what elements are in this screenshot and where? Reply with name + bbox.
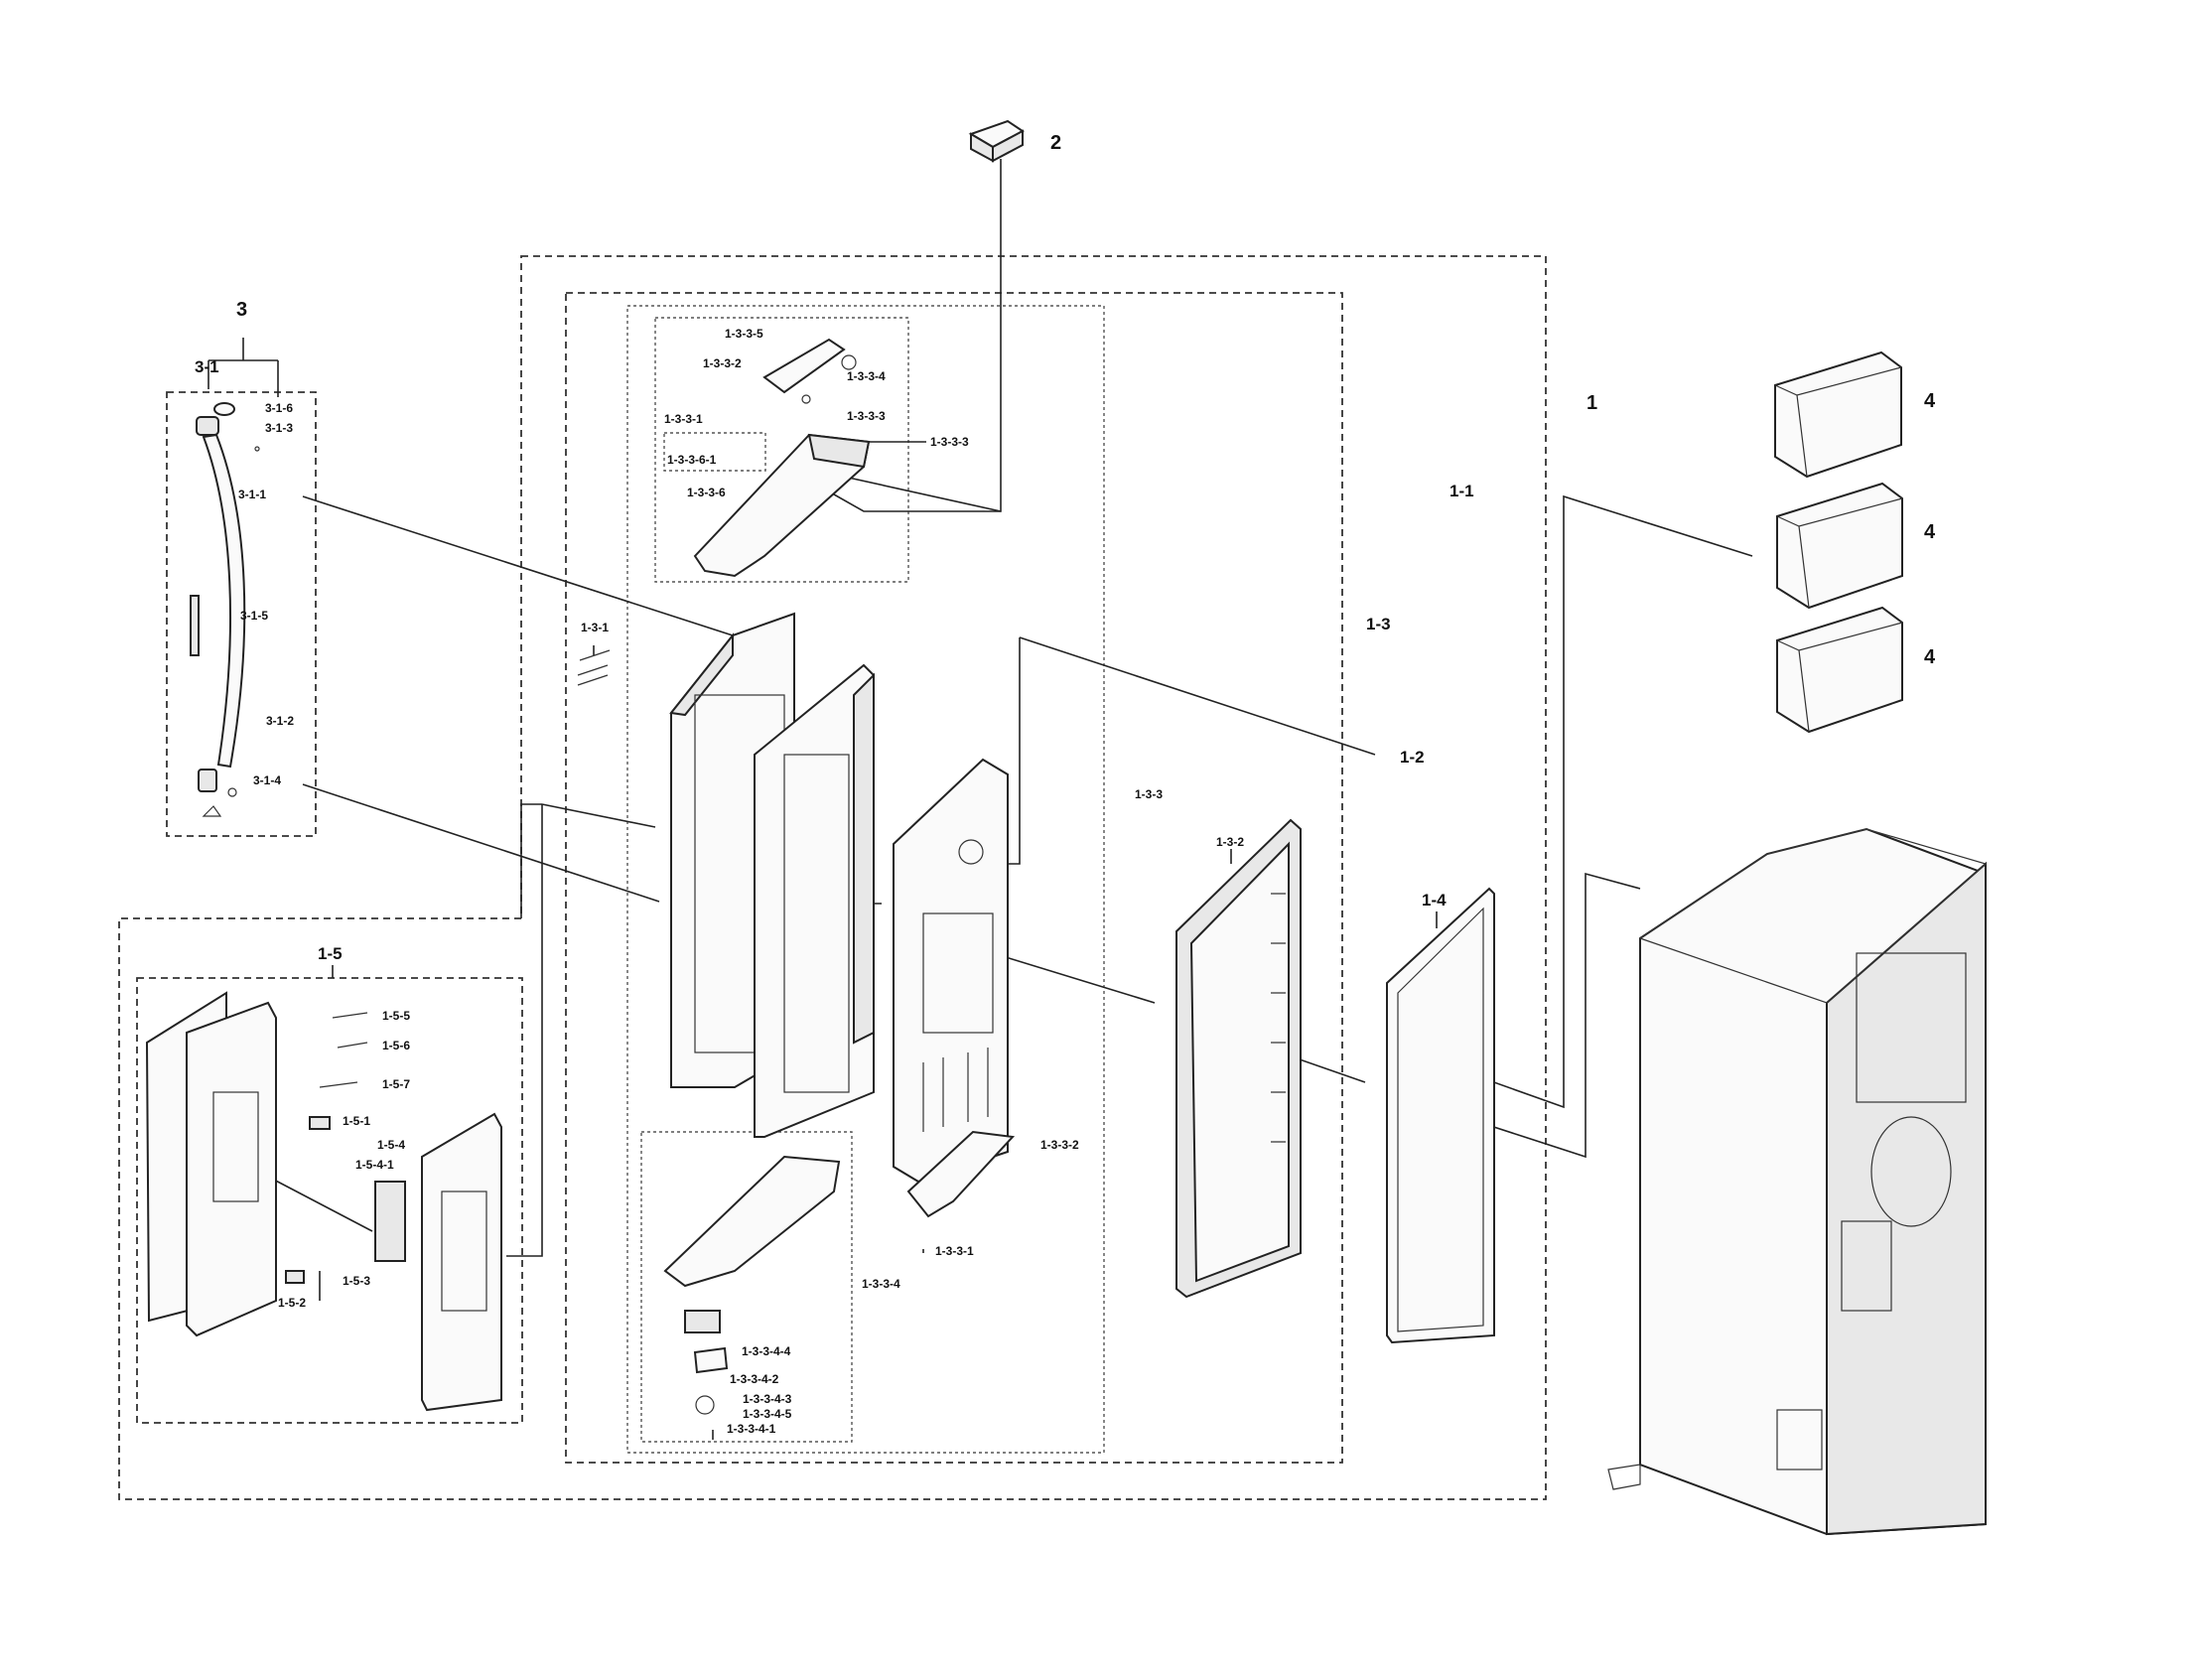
part-1-4-gasket: [1386, 887, 1495, 1344]
label-1-3-3-1-top: 1-3-3-1: [664, 412, 703, 426]
part-door-frame: [754, 663, 875, 1138]
part-4-door-bins: [1774, 350, 1903, 734]
label-1-3-3: 1-3-3: [1135, 787, 1163, 801]
label-1-3-3-4-3: 1-3-3-4-3: [743, 1392, 792, 1406]
label-1-3-3-1: 1-3-3-1: [935, 1244, 974, 1258]
label-1-5-3: 1-5-3: [343, 1274, 370, 1288]
label-3-1-5: 3-1-5: [240, 609, 268, 623]
label-3-1: 3-1: [195, 357, 219, 376]
label-1-5-1: 1-5-1: [343, 1114, 370, 1128]
callout-labels: 2 3 3-1 3-1-6 3-1-3 3-1-1 3-1-5 3-1-2 3-…: [195, 132, 1936, 1436]
label-2: 2: [1050, 132, 1061, 154]
label-4-middle: 4: [1924, 521, 1936, 543]
label-3-1-6: 3-1-6: [265, 401, 293, 415]
label-1-3-3-4-2: 1-3-3-4-2: [730, 1372, 779, 1386]
label-1-5-7: 1-5-7: [382, 1077, 410, 1091]
label-3-1-1: 3-1-1: [238, 488, 266, 501]
label-1-3-3-4-1: 1-3-3-4-1: [727, 1422, 776, 1436]
label-1-3-3-6-1: 1-3-3-6-1: [667, 453, 717, 467]
label-1-5-4: 1-5-4: [377, 1138, 405, 1152]
label-1-3-3-2: 1-3-3-2: [1040, 1138, 1079, 1152]
assembly-1-3-3-boundary: [626, 305, 1105, 1454]
label-1-3-3-4-5: 1-3-3-4-5: [743, 1407, 792, 1421]
label-1-5-4-1: 1-5-4-1: [355, 1158, 394, 1172]
label-4-bottom: 4: [1924, 646, 1936, 668]
label-1: 1: [1587, 392, 1597, 414]
part-1-5-assembly: [145, 991, 502, 1412]
part-1-3-3-3-dispenser: [693, 338, 871, 578]
assembly-1-3-boundary: [565, 292, 1343, 1464]
assembly-1-3-3-3-boundary: [654, 317, 909, 583]
label-1-3-1: 1-3-1: [581, 621, 609, 634]
label-1-3-3-3: 1-3-3-3: [930, 435, 969, 449]
label-1-5-6: 1-5-6: [382, 1039, 410, 1052]
part-2-bracket: [968, 119, 1025, 163]
label-1-3-3-3-b: 1-3-3-3: [847, 409, 886, 423]
label-1-4: 1-4: [1422, 891, 1447, 910]
label-1-3-3-6: 1-3-3-6: [687, 486, 726, 499]
part-door-liner: [893, 758, 1009, 1184]
label-1-5-5: 1-5-5: [382, 1009, 410, 1023]
label-1-3: 1-3: [1366, 615, 1391, 633]
label-3-1-4: 3-1-4: [253, 773, 281, 787]
label-1-3-2: 1-3-2: [1216, 835, 1244, 849]
assembly-1-5-boundary: [136, 977, 523, 1424]
part-1-3-3-2-cable: [906, 1130, 1016, 1253]
assembly-1-3-3-4-boundary: [640, 1131, 853, 1443]
part-1-3-2-inner-door: [1175, 818, 1302, 1299]
label-1-2: 1-2: [1400, 748, 1425, 767]
label-3: 3: [236, 299, 247, 321]
label-1-3-3-4: 1-3-3-4: [847, 369, 886, 383]
part-cabinet: [1607, 827, 1988, 1536]
label-1-5-2: 1-5-2: [278, 1296, 306, 1310]
label-1-3-3-4-box: 1-3-3-4: [862, 1277, 900, 1291]
label-1-3-3-5: 1-3-3-5: [725, 327, 763, 341]
label-4-top: 4: [1924, 390, 1936, 412]
label-3-1-2: 3-1-2: [266, 714, 294, 728]
label-3-1-3: 3-1-3: [265, 421, 293, 435]
label-1-5: 1-5: [318, 944, 343, 963]
label-1-3-3-2-top: 1-3-3-2: [703, 356, 742, 370]
assembly-1-3-3-6-boundary: [663, 432, 766, 472]
part-3-1-handle: [190, 402, 260, 817]
label-1-1: 1-1: [1449, 482, 1474, 500]
assembly-3-1-boundary: [166, 391, 317, 837]
part-1-3-3-4-dispenser-lower: [663, 1155, 841, 1440]
label-1-3-3-4-4: 1-3-3-4-4: [742, 1344, 791, 1358]
